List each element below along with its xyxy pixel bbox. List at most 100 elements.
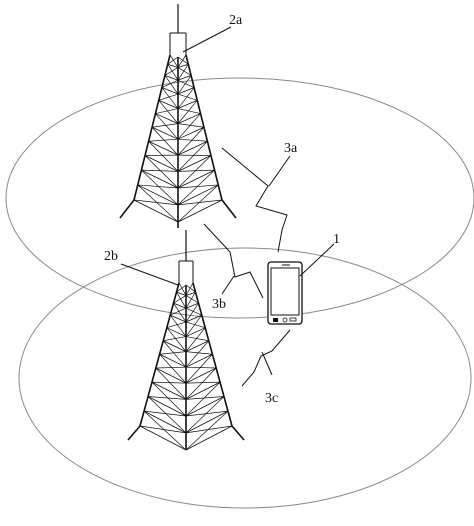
tower-rung	[185, 425, 233, 451]
tower-rung	[185, 353, 213, 368]
tower-rung	[185, 314, 202, 323]
tower-brace	[144, 155, 179, 189]
tower-brace	[133, 199, 179, 206]
tower-brace	[177, 100, 198, 124]
tower-brace	[155, 108, 179, 114]
tower-rung	[139, 425, 187, 451]
tower-brace	[185, 282, 194, 296]
tower-brace	[169, 54, 179, 68]
tower-rung	[144, 155, 179, 172]
tower-brace	[166, 327, 187, 352]
tower-brace	[151, 126, 179, 156]
leader-line-1	[299, 243, 335, 277]
tower-rung	[177, 169, 215, 189]
tower-brace	[177, 108, 201, 114]
tower-rung	[177, 126, 205, 140]
leader-line-3b	[221, 275, 235, 295]
tower-brace	[185, 367, 217, 400]
coverage-area-a	[5, 77, 474, 319]
tower-rung	[170, 314, 187, 323]
tower-rung	[155, 367, 187, 384]
tower-brace	[148, 396, 187, 400]
tower-2b	[127, 230, 245, 451]
tower-brace	[176, 284, 187, 293]
tower-brace	[137, 184, 179, 189]
mobile-device	[267, 261, 303, 325]
tower-brace	[177, 56, 189, 65]
tower-rung	[164, 75, 179, 81]
tower-foot	[127, 425, 141, 441]
tower-brace	[185, 366, 217, 369]
leader-line-2a	[182, 26, 232, 53]
tower-brace	[177, 169, 215, 206]
tower-rung	[185, 367, 217, 384]
tower-rung	[185, 340, 209, 352]
tower-rung	[166, 327, 187, 337]
tower-brace	[177, 126, 205, 156]
tower-brace	[185, 336, 209, 342]
tower-rung	[177, 113, 201, 124]
tower-brace	[185, 295, 199, 304]
signal-link-3b-icon	[203, 223, 264, 299]
tower-brace	[151, 381, 187, 384]
tower-rung	[185, 396, 225, 417]
tower-brace	[148, 138, 179, 142]
tower-rung	[173, 302, 187, 309]
leader-line-2b	[120, 263, 179, 286]
tower-brace	[155, 367, 187, 400]
phone-button-left	[273, 318, 278, 322]
tower-brace	[177, 64, 189, 81]
tower-brace	[137, 184, 179, 223]
tower-rung	[177, 63, 189, 68]
tower-brace	[185, 381, 221, 384]
coverage-area-b	[18, 247, 472, 509]
tower-brace	[185, 351, 213, 355]
tower-rung	[185, 410, 229, 434]
tower-brace	[159, 353, 187, 384]
tower-rung	[151, 381, 187, 400]
tower-brace	[185, 291, 196, 309]
tower-brace	[177, 67, 192, 76]
tower-brace	[177, 87, 195, 109]
tower-rung	[155, 113, 179, 124]
signal-link-3a-icon	[221, 147, 288, 253]
tower-brace	[177, 184, 219, 223]
phone-button-center	[282, 317, 288, 323]
tower-brace	[147, 396, 187, 434]
tower-brace	[177, 79, 195, 88]
tower-brace	[177, 75, 192, 95]
tower-rung	[177, 99, 198, 109]
tower-brace	[185, 284, 196, 293]
label-1: 1	[333, 232, 340, 247]
tower-2a	[119, 4, 237, 228]
tower-brace	[185, 353, 213, 384]
tower-rung	[158, 99, 179, 109]
tower-rung	[133, 199, 179, 223]
tower-brace	[158, 100, 179, 124]
tower-brace	[166, 321, 187, 329]
tower-brace	[141, 169, 179, 172]
tower-brace	[177, 140, 208, 172]
tower-brace	[185, 327, 206, 352]
label-3b: 3b	[212, 297, 226, 312]
phone-button-right	[289, 317, 297, 322]
tower-rung	[161, 87, 179, 95]
leader-line-3a	[268, 155, 291, 187]
tower-brace	[185, 396, 225, 434]
tower-brace	[143, 410, 187, 451]
tower-brace	[167, 64, 179, 81]
tower-brace	[185, 307, 202, 316]
tower-brace	[151, 381, 187, 417]
tower-rung	[143, 410, 187, 434]
tower-brace	[163, 336, 187, 342]
signal-link-3c-icon	[241, 329, 291, 387]
tower-brace	[177, 123, 204, 128]
tower-brace	[170, 307, 187, 316]
tower-brace	[177, 93, 198, 101]
label-2a: 2a	[229, 13, 243, 28]
tower-rung	[177, 184, 219, 206]
tower-brace	[139, 425, 187, 434]
leader-line-3c	[261, 351, 273, 376]
tower-brace	[177, 184, 219, 189]
